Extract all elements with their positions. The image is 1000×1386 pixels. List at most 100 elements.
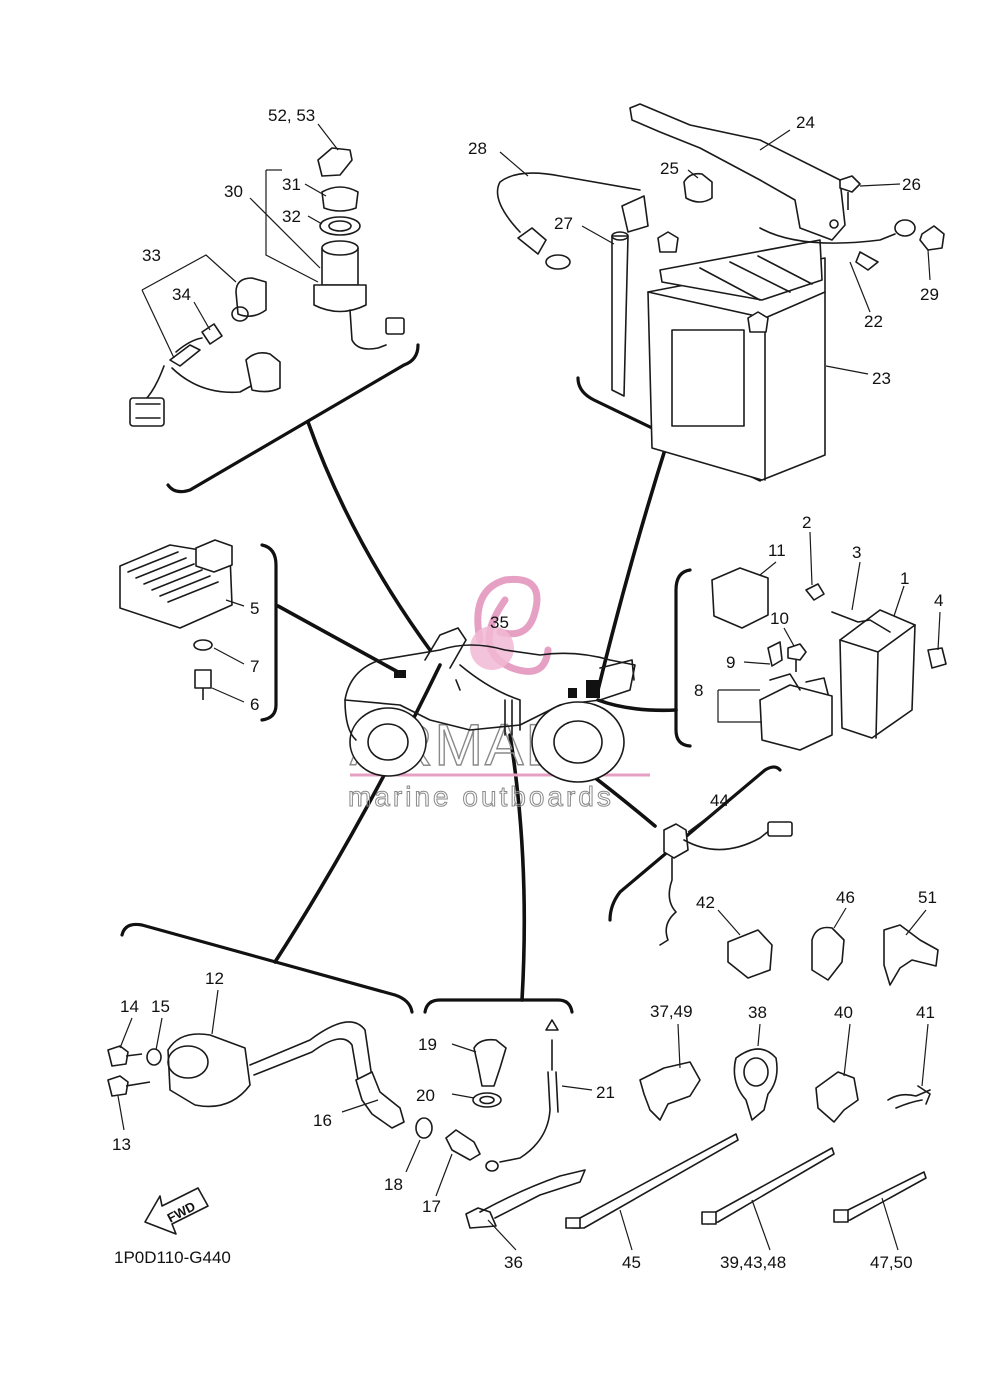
callout-24: 24 [796,113,815,132]
callout-3: 3 [852,543,861,562]
callout-4: 4 [934,591,943,610]
bolt-icon [839,175,861,210]
callout-17: 17 [422,1197,441,1216]
callout-12: 12 [205,969,224,988]
callout-6: 6 [250,695,259,714]
callout-15: 15 [151,997,170,1016]
band-clamp-icon [465,1207,497,1229]
fwd-arrow-icon: FWD [144,1187,209,1235]
callout-45: 45 [622,1253,641,1272]
ignition-coil-icon [167,1033,251,1108]
callout-10: 10 [770,609,789,628]
holder-icon [815,1071,859,1123]
callout-32: 32 [282,207,301,226]
ties-group [565,1023,931,1251]
callout-33: 33 [142,246,161,265]
callout-28: 28 [468,139,487,158]
callout-40: 40 [834,1003,853,1022]
callout-19: 19 [418,1035,437,1054]
callout-38: 38 [748,1003,767,1022]
callout-21: 21 [596,1083,615,1102]
callout-44: 44 [710,791,729,810]
atv-illustration [344,627,636,783]
callout-42: 42 [696,893,715,912]
callout-26: 26 [902,175,921,194]
cdi-relay-group [711,531,947,751]
holder-icon [733,1048,778,1121]
neutral-switch-group [659,807,793,946]
callout-20: 20 [416,1086,435,1105]
thermo-switch-icon [473,1038,507,1087]
callout-7: 7 [250,657,259,676]
callout-35: 35 [490,613,509,632]
callout-46: 46 [836,888,855,907]
callout-labels: 52, 53 31 30 32 33 34 28 24 25 26 27 29 … [112,106,943,1272]
connector-rays [273,420,678,1002]
callout-9: 9 [726,653,735,672]
clamp-icon [883,924,939,986]
fuse-icon [767,641,783,667]
callout-11: 11 [768,541,786,560]
neutral-switch-icon [663,823,689,859]
battery-bracket-icon [629,103,846,241]
callout-37-49: 37,49 [650,1002,693,1021]
callout-34: 34 [172,285,191,304]
switch-nut-icon [319,216,361,236]
bolt-icon [107,1075,151,1097]
cable-tie-icon [835,1171,927,1223]
callout-14: 14 [120,997,139,1016]
callout-23: 23 [872,369,891,388]
relay-icon [711,567,769,629]
sensor-icon [445,1129,481,1161]
callout-13: 13 [112,1135,131,1154]
connector-icon [129,397,165,427]
clamp-icon [727,929,773,979]
callout-22: 22 [864,312,883,331]
main-switch-group [129,123,405,427]
key-icon [317,147,353,177]
rectifier-group [119,539,245,703]
diagram-code: 1P0D110-G440 [114,1248,231,1267]
socket-icon [235,277,267,318]
watermark-logo-icon [474,575,552,675]
bulb-icon [201,323,223,345]
washer-icon [193,639,213,651]
callout-8: 8 [694,681,703,700]
callout-1: 1 [900,569,909,588]
cable-tie-icon [705,1147,835,1225]
spark-plug-cap-icon [355,1071,405,1129]
callout-2: 2 [802,513,811,532]
gasket-icon [472,1092,502,1108]
callout-30: 30 [224,182,243,201]
callout-16: 16 [313,1111,332,1130]
callout-5: 5 [250,599,259,618]
clamp-icon [811,926,845,981]
callout-52-53: 52, 53 [268,106,315,125]
starter-relay-icon [759,684,833,751]
callout-31: 31 [282,175,301,194]
battery-group [496,103,945,481]
callout-47-50: 47,50 [870,1253,913,1272]
callout-36: 36 [504,1253,523,1272]
switch-connector-icon [385,317,405,335]
sender-group [405,1019,593,1251]
group-braces [120,343,782,1014]
callout-18: 18 [384,1175,403,1194]
washer-icon [415,1117,433,1139]
bolt-icon [107,1045,143,1067]
callout-41: 41 [916,1003,935,1022]
washer-icon [146,1048,162,1066]
callout-27: 27 [554,214,573,233]
watermark-tagline: marine outboards [348,781,614,812]
callout-39-43-48: 39,43,48 [720,1253,786,1272]
clamps-group [717,907,939,986]
ignition-coil-group [107,989,405,1131]
holder-icon [639,1061,701,1121]
switch-cap-icon [321,186,359,212]
callout-25: 25 [660,159,679,178]
callout-29: 29 [920,285,939,304]
callout-51: 51 [918,888,937,907]
bolt-icon [194,669,212,700]
